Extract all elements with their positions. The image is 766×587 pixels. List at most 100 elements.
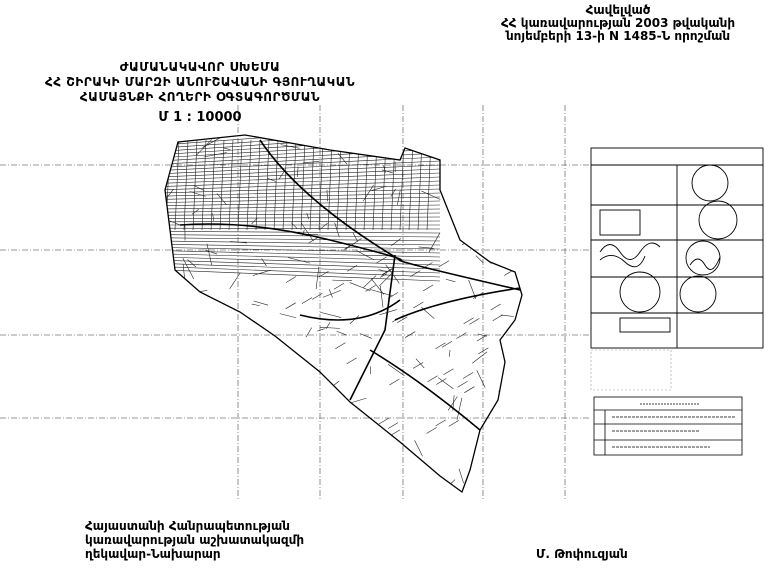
parcel-line: [335, 342, 346, 349]
parcel-line: [423, 284, 434, 292]
parcel-line: [475, 255, 484, 264]
parcel-line: [478, 347, 489, 355]
parcel-line: [437, 377, 454, 390]
parcel-line: [301, 297, 313, 304]
parcel-line: [326, 189, 328, 202]
parcel-line: [343, 419, 354, 427]
parcel-line: [475, 466, 485, 489]
parcel-line: [363, 185, 374, 202]
parcel-line: [469, 318, 480, 325]
parcel-line: [346, 264, 358, 272]
parcel-line: [445, 278, 456, 283]
parcel-line: [165, 243, 441, 250]
signatory-line: ղեկավար-Նախարար: [85, 547, 221, 561]
parcel-line: [165, 332, 176, 348]
parcel-line: [363, 139, 369, 231]
parcel-line: [288, 257, 311, 264]
parcel-line: [293, 410, 304, 418]
parcel-line: [415, 358, 425, 369]
parcel-line: [362, 275, 377, 289]
parcel-line: [447, 396, 458, 411]
parcel-line: [359, 333, 372, 339]
parcel-line: [456, 397, 463, 420]
parcel-line: [228, 139, 234, 231]
parcel-line: [381, 269, 392, 276]
parcel-line: [165, 250, 441, 258]
parcel-line: [315, 266, 320, 290]
parcel-line: [278, 171, 285, 180]
parcel-line: [165, 477, 167, 488]
parcel-line: [436, 378, 447, 385]
parcel-line: [448, 420, 459, 427]
approval-line: նոյեմբերի 13-ի N 1485-Ն որոշման: [505, 29, 731, 43]
parcel-line: [252, 269, 271, 276]
parcel-line: [464, 386, 475, 393]
parcel-line: [165, 156, 441, 171]
parcel-line: [174, 139, 180, 231]
parcel-line: [165, 240, 441, 246]
parcel-line: [462, 372, 474, 379]
parcel-line: [294, 369, 317, 373]
parcel-line: [229, 364, 244, 379]
parcel-line: [312, 473, 326, 479]
parcel-line: [497, 135, 505, 146]
parcel-line: [191, 209, 200, 215]
parcel-line: [193, 185, 205, 191]
parcel-line: [223, 147, 231, 151]
parcel-line: [291, 139, 297, 231]
parcel-line: [203, 152, 227, 158]
parcel-line: [376, 256, 387, 264]
parcel-line: [201, 139, 207, 231]
parcel-line: [463, 317, 474, 324]
parcel-line: [397, 190, 401, 205]
parcel-line: [317, 328, 325, 332]
parcel-line: [456, 332, 467, 339]
parcel-line: [241, 332, 245, 341]
parcel-line: [394, 440, 403, 447]
parcel-line: [224, 479, 227, 491]
parcel-line: [165, 269, 441, 282]
parcel-line: [448, 349, 451, 357]
parcel-line: [506, 479, 512, 485]
signatory-name: Մ. Թոփուզյան: [536, 547, 628, 561]
parcel-line: [428, 232, 441, 253]
parcel-line: [344, 243, 355, 250]
parcel-line: [189, 430, 207, 443]
parcel-line: [372, 139, 378, 231]
parcel-line: [165, 247, 441, 254]
note-box: [590, 349, 672, 391]
parcel-line: [354, 139, 360, 231]
parcel-line: [205, 388, 213, 411]
parcel-line: [230, 241, 247, 244]
parcel-line: [196, 139, 213, 156]
title-line: ԺԱՄԱՆԱԿԱՎՈՐ ՍԽԵՄԱ: [119, 60, 281, 74]
parcel-line: [336, 400, 343, 420]
parcel-line: [371, 278, 385, 295]
title-line: ՀԱՄԱՅՆՔԻ ՀՈՂԵՐԻ ՕԳՏԱԳՈՐԾՄԱՆ: [79, 90, 321, 104]
parcel-line: [171, 279, 182, 295]
parcel-line: [349, 464, 362, 469]
parcel-line: [405, 331, 416, 338]
parcel-line: [253, 300, 269, 306]
parcel-line: [248, 466, 264, 481]
parcel-line: [322, 437, 325, 445]
parcel-line: [280, 144, 300, 149]
parcel-line: [490, 303, 501, 311]
parcel-line: [267, 177, 277, 182]
parcel-line: [493, 414, 504, 418]
parcel-line: [492, 314, 503, 321]
parcel-line: [332, 279, 352, 281]
parcel-line: [212, 213, 215, 221]
parcel-line: [399, 135, 414, 147]
parcel-line: [352, 232, 358, 242]
parcel-line: [325, 322, 331, 330]
community-boundary: [164, 134, 523, 493]
parcel-line: [203, 389, 210, 394]
parcel-line: [285, 276, 297, 283]
parcel-line: [165, 196, 441, 203]
parcel-line: [165, 305, 167, 312]
parcel-line: [322, 290, 341, 298]
stamp-panel: [590, 147, 764, 349]
parcel-line: [336, 139, 342, 231]
